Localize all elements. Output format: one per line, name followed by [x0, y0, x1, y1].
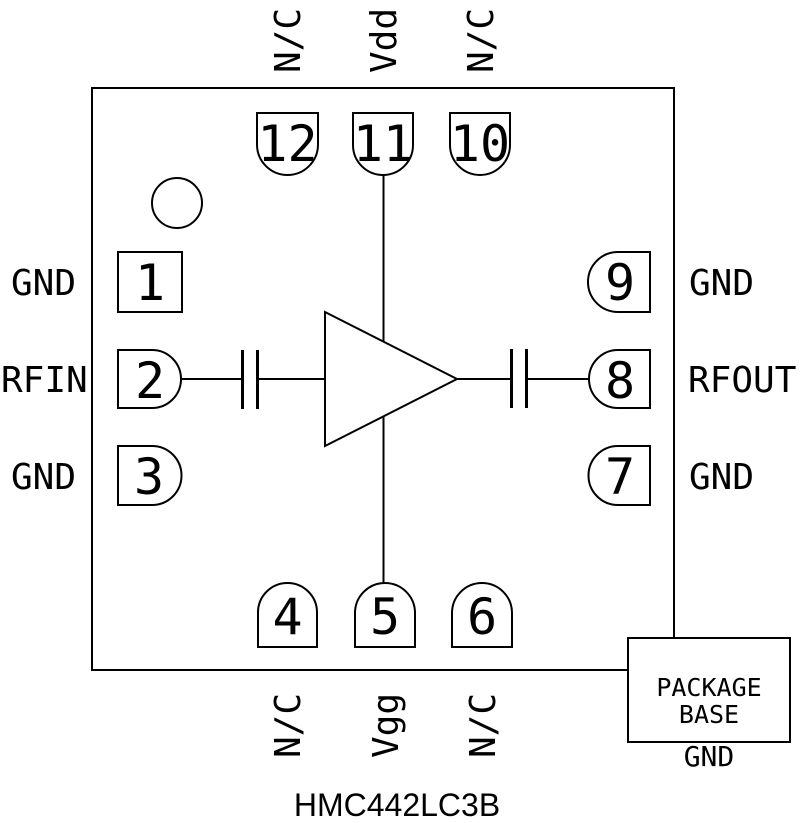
- package-base-label-line2: BASE: [679, 700, 739, 729]
- pin-shape-2: [117, 349, 182, 409]
- pin-number-6: 6: [467, 588, 497, 646]
- pin-label-gnd-7: GND: [689, 457, 754, 498]
- pin-label-vdd: Vdd: [364, 8, 405, 73]
- pin-label-gnd-1: GND: [11, 263, 76, 304]
- pin-number-2: 2: [135, 352, 165, 410]
- pin-label-vgg: Vgg: [366, 693, 407, 758]
- pin-shape-6: [451, 582, 513, 648]
- pin-number-4: 4: [272, 588, 302, 646]
- pin-shape-11: [352, 112, 414, 176]
- pin-shape-3: [117, 445, 183, 506]
- pin-shape-10: [449, 112, 511, 176]
- pin-label-rfout: RFOUT: [688, 360, 796, 401]
- pin1-indicator-circle: [151, 177, 203, 229]
- part-number-label: HMC442LC3B: [294, 787, 500, 823]
- pin-number-3: 3: [134, 448, 164, 506]
- pin-label-rfin: RFIN: [1, 360, 88, 401]
- pin-shape-9: [587, 251, 651, 313]
- pin-shape-5: [354, 582, 416, 648]
- pin-number-12: 12: [257, 115, 317, 173]
- pin-label-nc-4: N/C: [268, 693, 309, 758]
- package-base-gnd-label: GND: [684, 740, 735, 773]
- package-base-box: [627, 637, 791, 743]
- pin-shape-12: [256, 112, 319, 176]
- pin-shape-8: [588, 349, 651, 409]
- pin-number-1: 1: [135, 254, 165, 312]
- pin-number-10: 10: [450, 115, 510, 173]
- amplifier-triangle: [324, 310, 460, 448]
- pin-label-gnd-3: GND: [11, 457, 76, 498]
- pin-number-7: 7: [605, 448, 635, 506]
- pin-number-8: 8: [605, 352, 635, 410]
- pin-number-9: 9: [605, 254, 635, 312]
- pin-label-nc-12: N/C: [268, 8, 309, 73]
- pin-label-gnd-9: GND: [689, 263, 754, 304]
- pin-shape-4: [257, 582, 318, 648]
- pin-number-5: 5: [370, 588, 400, 646]
- pin-shape-1: [117, 251, 183, 313]
- pin-label-nc-10: N/C: [461, 8, 502, 73]
- pin-shape-7: [587, 445, 651, 506]
- pin-number-11: 11: [353, 115, 413, 173]
- package-outline: [91, 87, 675, 671]
- package-base-label-line1: PACKAGE: [656, 673, 761, 702]
- pin-label-nc-6: N/C: [463, 693, 504, 758]
